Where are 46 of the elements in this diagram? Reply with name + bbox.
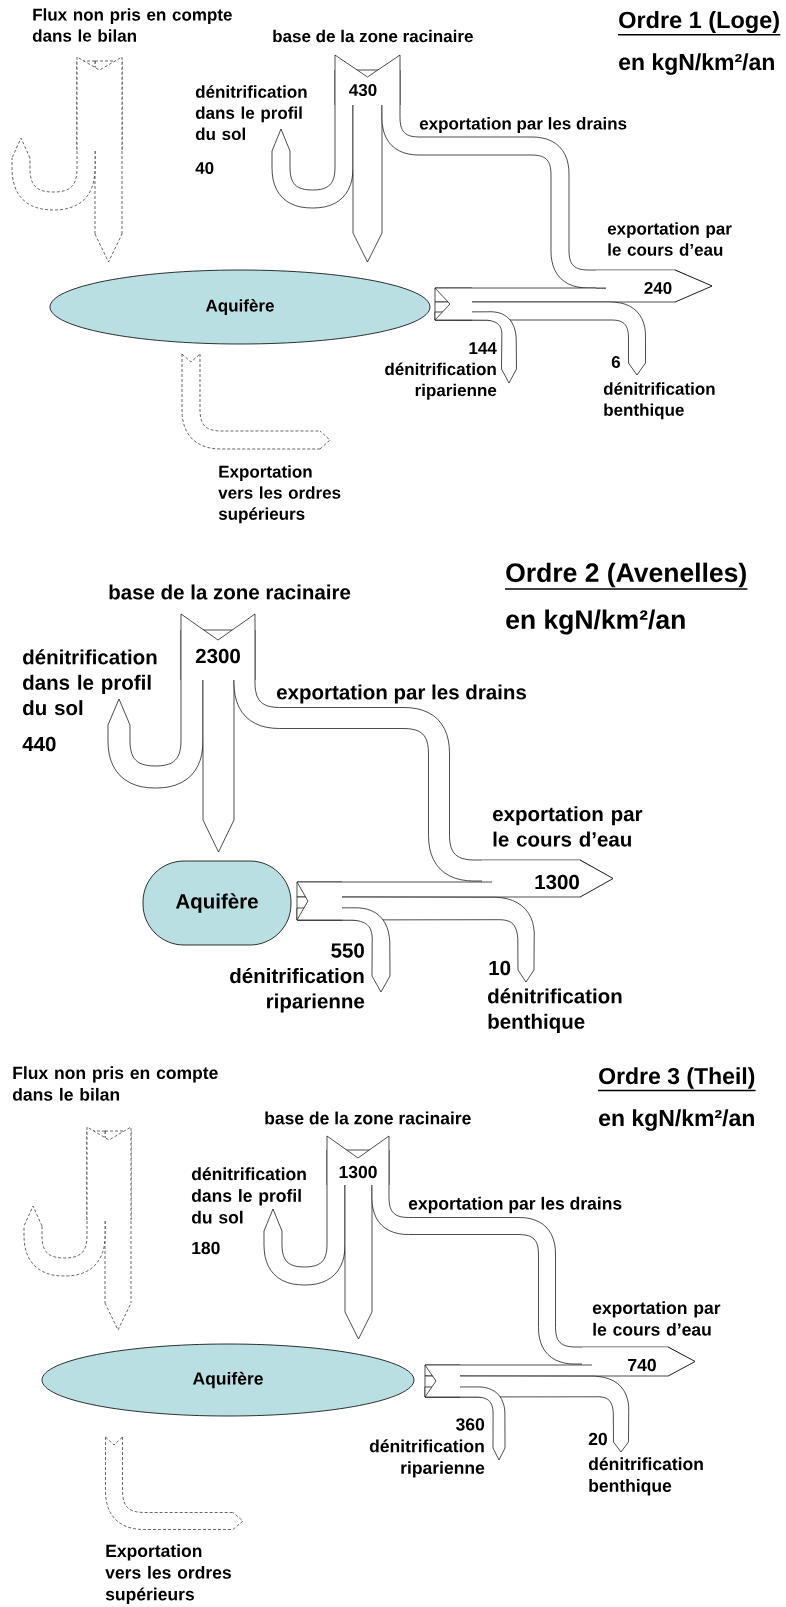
panel-title: Ordre 2 (Avenelles) [504, 562, 749, 590]
flow-label: Flux non pris en compte dans le bilan [12, 1066, 218, 1101]
flow-arrow [105, 1436, 244, 1530]
panel-title: Ordre 3 (Theil) [597, 1067, 757, 1092]
flow-arrow [424, 1346, 696, 1377]
flow-value: 6 [611, 356, 621, 369]
edge-label: exportation par les drains [419, 117, 627, 133]
unit-label: en kgN/km²/an [619, 53, 774, 75]
flow-label: Flux non pris en compte dans le bilan [32, 8, 232, 42]
unit-label: en kgN/km²/an [506, 609, 685, 635]
edge-label: exportation par les drains [277, 684, 526, 704]
flow-label: base de la zone racinaire [265, 1111, 471, 1125]
flow-label: 144 dénitrification riparienne [385, 342, 497, 400]
flow-arrow [434, 269, 713, 303]
flow-label: 550 dénitrification riparienne [230, 943, 365, 1013]
flow-value: 440 [22, 736, 56, 752]
flow-label: Exportation vers les ordres supérieurs [105, 1544, 231, 1604]
flow-label: exportation par le cours d’eau [607, 222, 732, 256]
flow-label: base de la zone racinaire [109, 584, 351, 600]
flow-arrow [296, 859, 614, 898]
flow-label: dénitrification benthique [603, 382, 715, 420]
flow-label: base de la zone racinaire [273, 29, 473, 43]
flow-value: 40 [195, 162, 214, 175]
flow-value: 240 [644, 282, 672, 295]
flow-label: Exportation vers les ordres supérieurs [218, 465, 341, 524]
flow-label: 360 dénitrification riparienne [369, 1418, 485, 1478]
edge-label: exportation par les drains [408, 1196, 622, 1214]
flow-value: 10 [489, 960, 511, 976]
flow-value: 430 [349, 84, 377, 97]
flow-label: dénitrification benthique [588, 1457, 703, 1496]
flow-value: 740 [628, 1358, 656, 1372]
flow-arrow [181, 353, 331, 450]
panel-title: Ordre 1 (Loge) [617, 11, 782, 36]
flow-value: 2300 [195, 648, 240, 664]
aquifer-box: Aquifère [142, 860, 292, 946]
flow-label: exportation par le cours d’eau [493, 806, 643, 847]
unit-label: en kgN/km²/an [599, 1109, 754, 1131]
flow-label: dénitrification dans le profil du sol [195, 85, 307, 141]
flow-label: dénitrification dans le profil du sol [191, 1167, 306, 1224]
flow-value: 1300 [535, 874, 579, 890]
flow-value: 180 [192, 1241, 220, 1255]
flow-value: 20 [588, 1432, 607, 1446]
flow-label: dénitrification benthique [488, 988, 622, 1033]
flow-label: exportation par le cours d’eau [592, 1301, 721, 1336]
flow-label: dénitrification dans le profil du sol [23, 649, 157, 716]
flow-value: 1300 [339, 1165, 377, 1179]
